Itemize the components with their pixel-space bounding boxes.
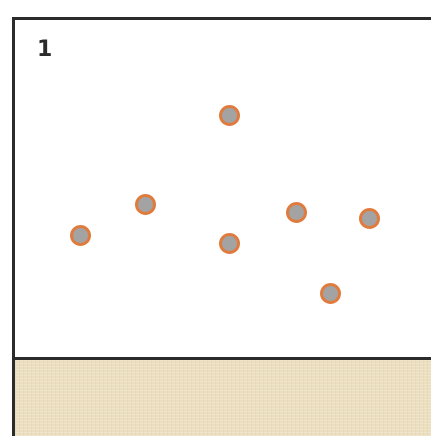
particle	[320, 283, 341, 304]
particle	[359, 208, 380, 229]
panel-number-label: 1	[37, 39, 52, 61]
particle	[219, 233, 240, 254]
particle	[219, 105, 240, 126]
diagram-panel: 1	[12, 17, 431, 436]
particle	[286, 202, 307, 223]
ground-surface	[15, 357, 431, 436]
particle	[70, 225, 91, 246]
particle	[135, 194, 156, 215]
